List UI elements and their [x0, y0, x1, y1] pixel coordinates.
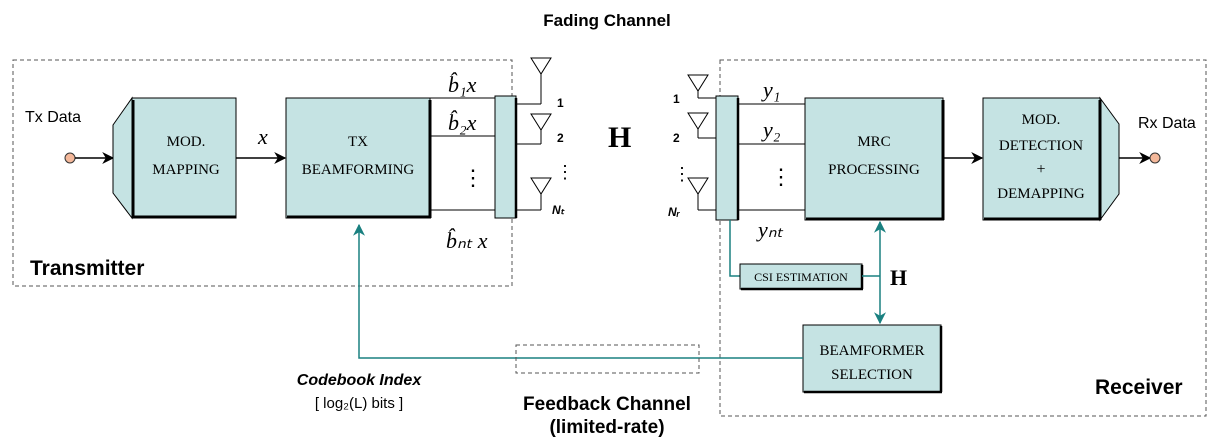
tx-antenna-label-1: 1	[557, 96, 564, 110]
mrc-processing-line2: PROCESSING	[828, 162, 920, 178]
rx-signal-label-1: y₁	[761, 77, 780, 102]
mrc-processing-line1: MRC	[857, 134, 890, 150]
rx-signal-label-n: yₙₜ	[756, 217, 784, 242]
rx-antenna-dots: ⋮	[673, 164, 691, 184]
tx-stream-label-2: b̂₂x	[448, 110, 477, 135]
diagram-title: Fading Channel	[543, 11, 671, 30]
receiver-label: Receiver	[1095, 376, 1183, 399]
codebook-index-label: Codebook Index	[297, 372, 423, 389]
channel-h-symbol: H	[608, 121, 631, 154]
tx-data-terminal	[64, 152, 76, 164]
rx-antenna-label-1: 1	[673, 92, 680, 106]
mod-detection-line3: +	[1036, 161, 1045, 178]
receiver-region	[719, 59, 1207, 417]
tx-antenna-1	[516, 57, 552, 105]
transmitter-region	[12, 59, 513, 287]
tx-antenna-label-2: 2	[557, 131, 564, 145]
mod-detection-line1: MOD.	[1022, 112, 1061, 128]
csi-estimation-block: CSI ESTIMATION	[739, 263, 864, 291]
tx-antenna-label-n: Nₜ	[552, 203, 566, 217]
rx-antenna-bar	[715, 95, 740, 221]
csi-h-symbol: H	[890, 265, 907, 290]
mod-detection-block: MOD. DETECTION + DEMAPPING	[982, 96, 1120, 222]
feedback-rate-label: (limited-rate)	[549, 417, 664, 438]
rx-antenna-n	[687, 177, 716, 211]
rx-data-label: Rx Data	[1138, 115, 1196, 132]
tx-beamforming-line1: TX	[348, 134, 368, 150]
rx-data-terminal	[1149, 152, 1161, 164]
beamformer-selection-block: BEAMFORMER SELECTION	[802, 324, 943, 394]
tx-beamforming-line2: BEAMFORMING	[302, 162, 415, 178]
tx-stream-label-n: b̂ₙₜ x	[446, 228, 488, 253]
mod-mapping-line1: MOD.	[167, 134, 206, 150]
mod-mapping-block: MOD. MAPPING	[112, 96, 237, 220]
rx-signal-label-2: y₂	[761, 117, 781, 142]
rx-antenna-label-2: 2	[673, 131, 680, 145]
beamformer-selection-line1: BEAMFORMER	[819, 343, 924, 359]
beamformer-selection-line2: SELECTION	[831, 367, 913, 383]
tx-stream-dots: ⋮	[462, 165, 484, 190]
csi-feed-line	[729, 220, 740, 277]
tx-antenna-n	[516, 177, 552, 211]
tx-data-label: Tx Data	[25, 109, 81, 126]
rx-antenna-2	[687, 112, 716, 139]
tx-antenna-2	[516, 113, 552, 145]
rx-signal-dots: ⋮	[770, 164, 792, 189]
mod-detection-line2: DETECTION	[999, 138, 1083, 154]
feedback-channel-label: Feedback Channel	[523, 394, 691, 415]
rx-antenna-label-n: Nᵣ	[668, 205, 681, 219]
mod-detection-line4: DEMAPPING	[997, 186, 1085, 202]
tx-antenna-bar	[494, 95, 518, 219]
rx-antenna-1	[687, 74, 716, 99]
mod-mapping-line2: MAPPING	[152, 162, 220, 178]
codebook-bits-label: [ log₂(L) bits ]	[315, 395, 403, 412]
tx-antenna-dots: ⋮	[556, 162, 574, 182]
feedback-path	[353, 223, 803, 359]
feedback-channel-box	[515, 344, 700, 374]
transmitter-label: Transmitter	[30, 257, 144, 280]
x-symbol: x	[257, 124, 268, 149]
tx-beamforming-block: TX BEAMFORMING	[285, 97, 432, 219]
mrc-processing-block: MRC PROCESSING	[804, 97, 945, 221]
csi-estimation-label: CSI ESTIMATION	[754, 270, 848, 284]
tx-stream-label-1: b̂₁x	[448, 72, 477, 97]
